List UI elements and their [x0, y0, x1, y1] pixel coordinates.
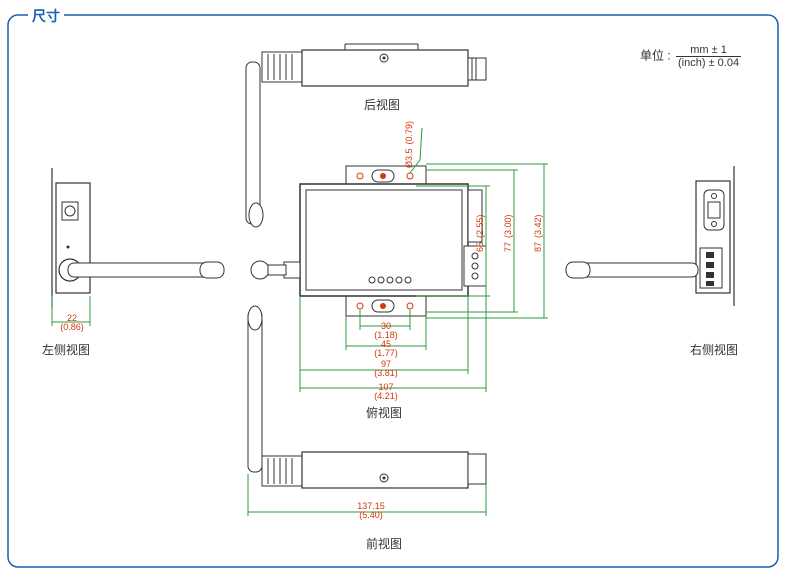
dim-97: 97 (3.81): [366, 360, 406, 378]
dim-65: 65 (2.55): [475, 210, 485, 252]
rear-view-label: 后视图: [364, 98, 401, 112]
dc-jack: [64, 205, 76, 217]
dim-107-inch: (4.21): [374, 391, 398, 401]
front-view-label: 前视图: [366, 537, 403, 551]
unit-note: 单位 : mm ± 1 (inch) ± 0.04: [640, 44, 742, 69]
unit-numerator: mm ± 1: [676, 44, 742, 57]
rear-antenna: [245, 61, 261, 225]
dim-30-mm: 30: [380, 321, 391, 331]
dim-137: 137.15 (5.40): [346, 502, 396, 520]
dim-45: 45 (1.77): [366, 340, 406, 358]
dim-hole-inch: (0.79): [404, 120, 414, 145]
left-side-view-drawing: [51, 168, 225, 326]
dim-77: 77 (3.00): [503, 210, 513, 252]
dim-45-inch: (1.77): [374, 348, 398, 358]
dim-22: 22 (0.86): [54, 314, 90, 332]
rear-terminal: [467, 57, 487, 81]
outer-frame: [7, 14, 779, 568]
dim-30: 30 (1.18): [366, 322, 406, 340]
dim-77-mm: 77: [503, 241, 513, 252]
dim-87: 87 (3.42): [533, 210, 543, 252]
front-body: [301, 451, 469, 489]
rear-antenna-base: [261, 51, 303, 83]
left-antenna: [67, 262, 219, 278]
dim-hole-mm: Ø3.5: [404, 148, 414, 168]
dim-30-inch: (1.18): [374, 330, 398, 340]
right-antenna: [575, 262, 699, 278]
dim-22-inch: (0.86): [60, 322, 84, 332]
dim-45-mm: 45: [380, 339, 391, 349]
dim-22-mm: 22: [66, 313, 77, 323]
dim-77-inch: (3.00): [503, 214, 513, 238]
dim-97-mm: 97: [380, 359, 391, 369]
front-antenna-drawing: [247, 305, 487, 516]
left-side-view-label: 左侧视图: [42, 343, 91, 357]
top-view-label: 俯视图: [366, 406, 403, 420]
rear-view-drawing: [245, 43, 487, 228]
dim-107: 107 (4.21): [366, 383, 406, 401]
top-view-drawing: [250, 127, 548, 392]
dim-137-inch: (5.40): [359, 510, 383, 520]
right-side-view-drawing: [565, 166, 735, 306]
dim-65-inch: (2.55): [475, 214, 485, 238]
front-antenna: [247, 309, 263, 473]
dim-87-inch: (3.42): [533, 214, 543, 238]
unit-label: 单位 :: [640, 48, 671, 63]
unit-denominator: (inch) ± 0.04: [678, 57, 740, 69]
dim-137-mm: 137.15: [357, 501, 385, 511]
front-antenna-base: [261, 455, 303, 487]
dim-65-mm: 65: [475, 241, 485, 252]
dim-87-mm: 87: [533, 241, 543, 252]
dim-97-inch: (3.81): [374, 368, 398, 378]
section-title: 尺寸: [28, 6, 64, 26]
right-side-view-label: 右侧视图: [690, 343, 739, 357]
unit-fraction: mm ± 1 (inch) ± 0.04: [676, 44, 742, 69]
dim-hole: Ø3.5 (0.79): [404, 117, 414, 168]
dim-107-mm: 107: [378, 382, 394, 392]
